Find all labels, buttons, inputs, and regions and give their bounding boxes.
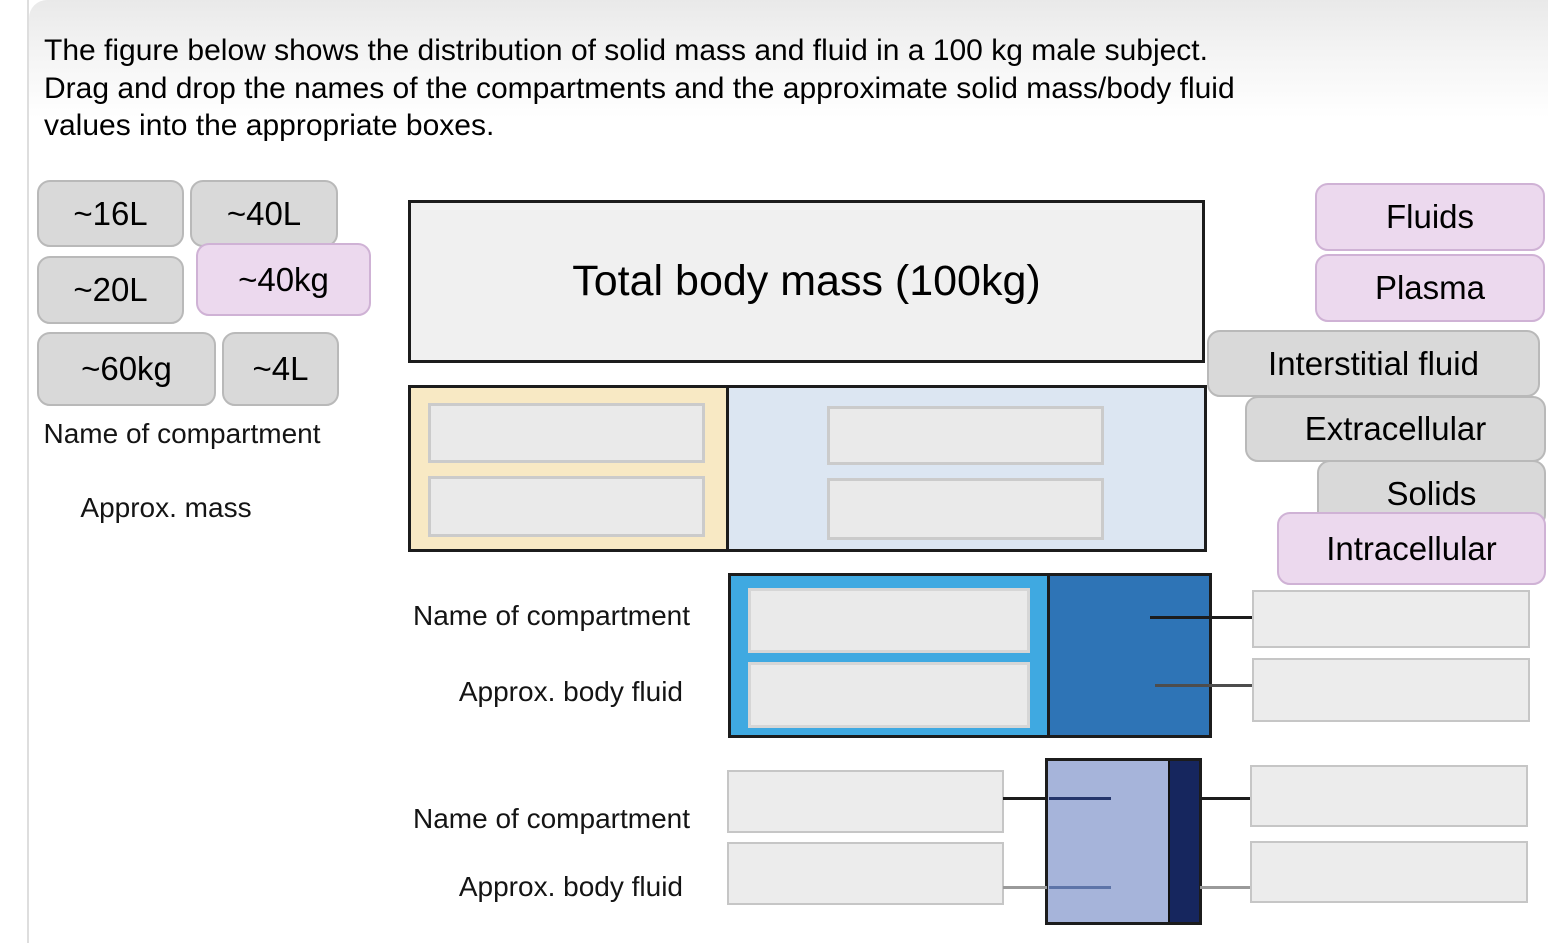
name-chip-extracellular[interactable]: Extracellular [1245, 396, 1546, 462]
instructions-line: Drag and drop the names of the compartme… [44, 71, 1235, 105]
name-chip-intracellular[interactable]: Intracellular [1277, 512, 1546, 585]
name-chip-interstitial-fluid[interactable]: Interstitial fluid [1207, 330, 1540, 397]
total-body-mass-label: Total body mass (100kg) [572, 257, 1041, 305]
value-chip-20L[interactable]: ~20L [37, 256, 184, 324]
value-chip-16L[interactable]: ~16L [37, 180, 184, 247]
solids-fluids-row [408, 385, 1207, 552]
total-body-mass-box: Total body mass (100kg) [408, 200, 1205, 363]
fluids-value-slot[interactable] [827, 478, 1104, 540]
interstitial-plasma-row [1045, 758, 1202, 925]
intracellular-fluid-slot[interactable] [748, 662, 1030, 728]
connector-interstitial-value-outer [1003, 886, 1047, 889]
fluids-name-slot[interactable] [827, 406, 1104, 465]
plasma-name-slot[interactable] [1250, 765, 1528, 827]
row-mass-value-label: Approx. mass [80, 492, 252, 523]
header-gradient [29, 0, 1548, 118]
value-chip-60kg[interactable]: ~60kg [37, 332, 216, 406]
instructions: The figure below shows the distribution … [44, 32, 1504, 145]
connector-plasma-name [1200, 797, 1252, 800]
value-chip-4L[interactable]: ~4L [222, 332, 339, 406]
connector-extracellular-value [1155, 684, 1253, 687]
connector-extracellular-name [1150, 616, 1253, 619]
row-fluid2-name-label: Name of compartment [413, 803, 690, 834]
solids-name-slot[interactable] [428, 403, 705, 463]
connector-interstitial-value-inner [1049, 886, 1111, 889]
value-chip-40kg[interactable]: ~40kg [196, 243, 371, 316]
value-chip-40L[interactable]: ~40L [190, 180, 338, 247]
extracellular-name-slot[interactable] [1252, 590, 1530, 648]
row-mass-name-label: Name of compartment [43, 418, 321, 449]
connector-interstitial-name-outer [1003, 797, 1047, 800]
plasma-compartment-box [1168, 761, 1199, 922]
plasma-fluid-slot[interactable] [1250, 841, 1528, 903]
extracellular-compartment-box [1047, 576, 1209, 735]
connector-plasma-value [1200, 886, 1252, 889]
row-fluid1-name-label: Name of compartment [413, 600, 690, 631]
intracellular-name-slot[interactable] [748, 588, 1030, 653]
name-chip-plasma[interactable]: Plasma [1315, 254, 1545, 322]
name-chip-fluids[interactable]: Fluids [1315, 183, 1545, 251]
panel-left-border [27, 0, 29, 943]
interstitial-name-slot[interactable] [727, 770, 1004, 833]
row-fluid1-value-label: Approx. body fluid [458, 676, 683, 707]
row-fluid2-value-label: Approx. body fluid [458, 871, 683, 902]
extracellular-fluid-slot[interactable] [1252, 658, 1530, 722]
solids-compartment-box [411, 388, 729, 549]
intracellular-extracellular-row [728, 573, 1212, 738]
instructions-line: The figure below shows the distribution … [44, 34, 1208, 67]
solids-mass-slot[interactable] [428, 476, 705, 537]
interstitial-fluid-slot[interactable] [727, 842, 1004, 905]
connector-interstitial-name-inner [1049, 797, 1111, 800]
instructions-line: values into the appropriate boxes. [44, 109, 495, 142]
